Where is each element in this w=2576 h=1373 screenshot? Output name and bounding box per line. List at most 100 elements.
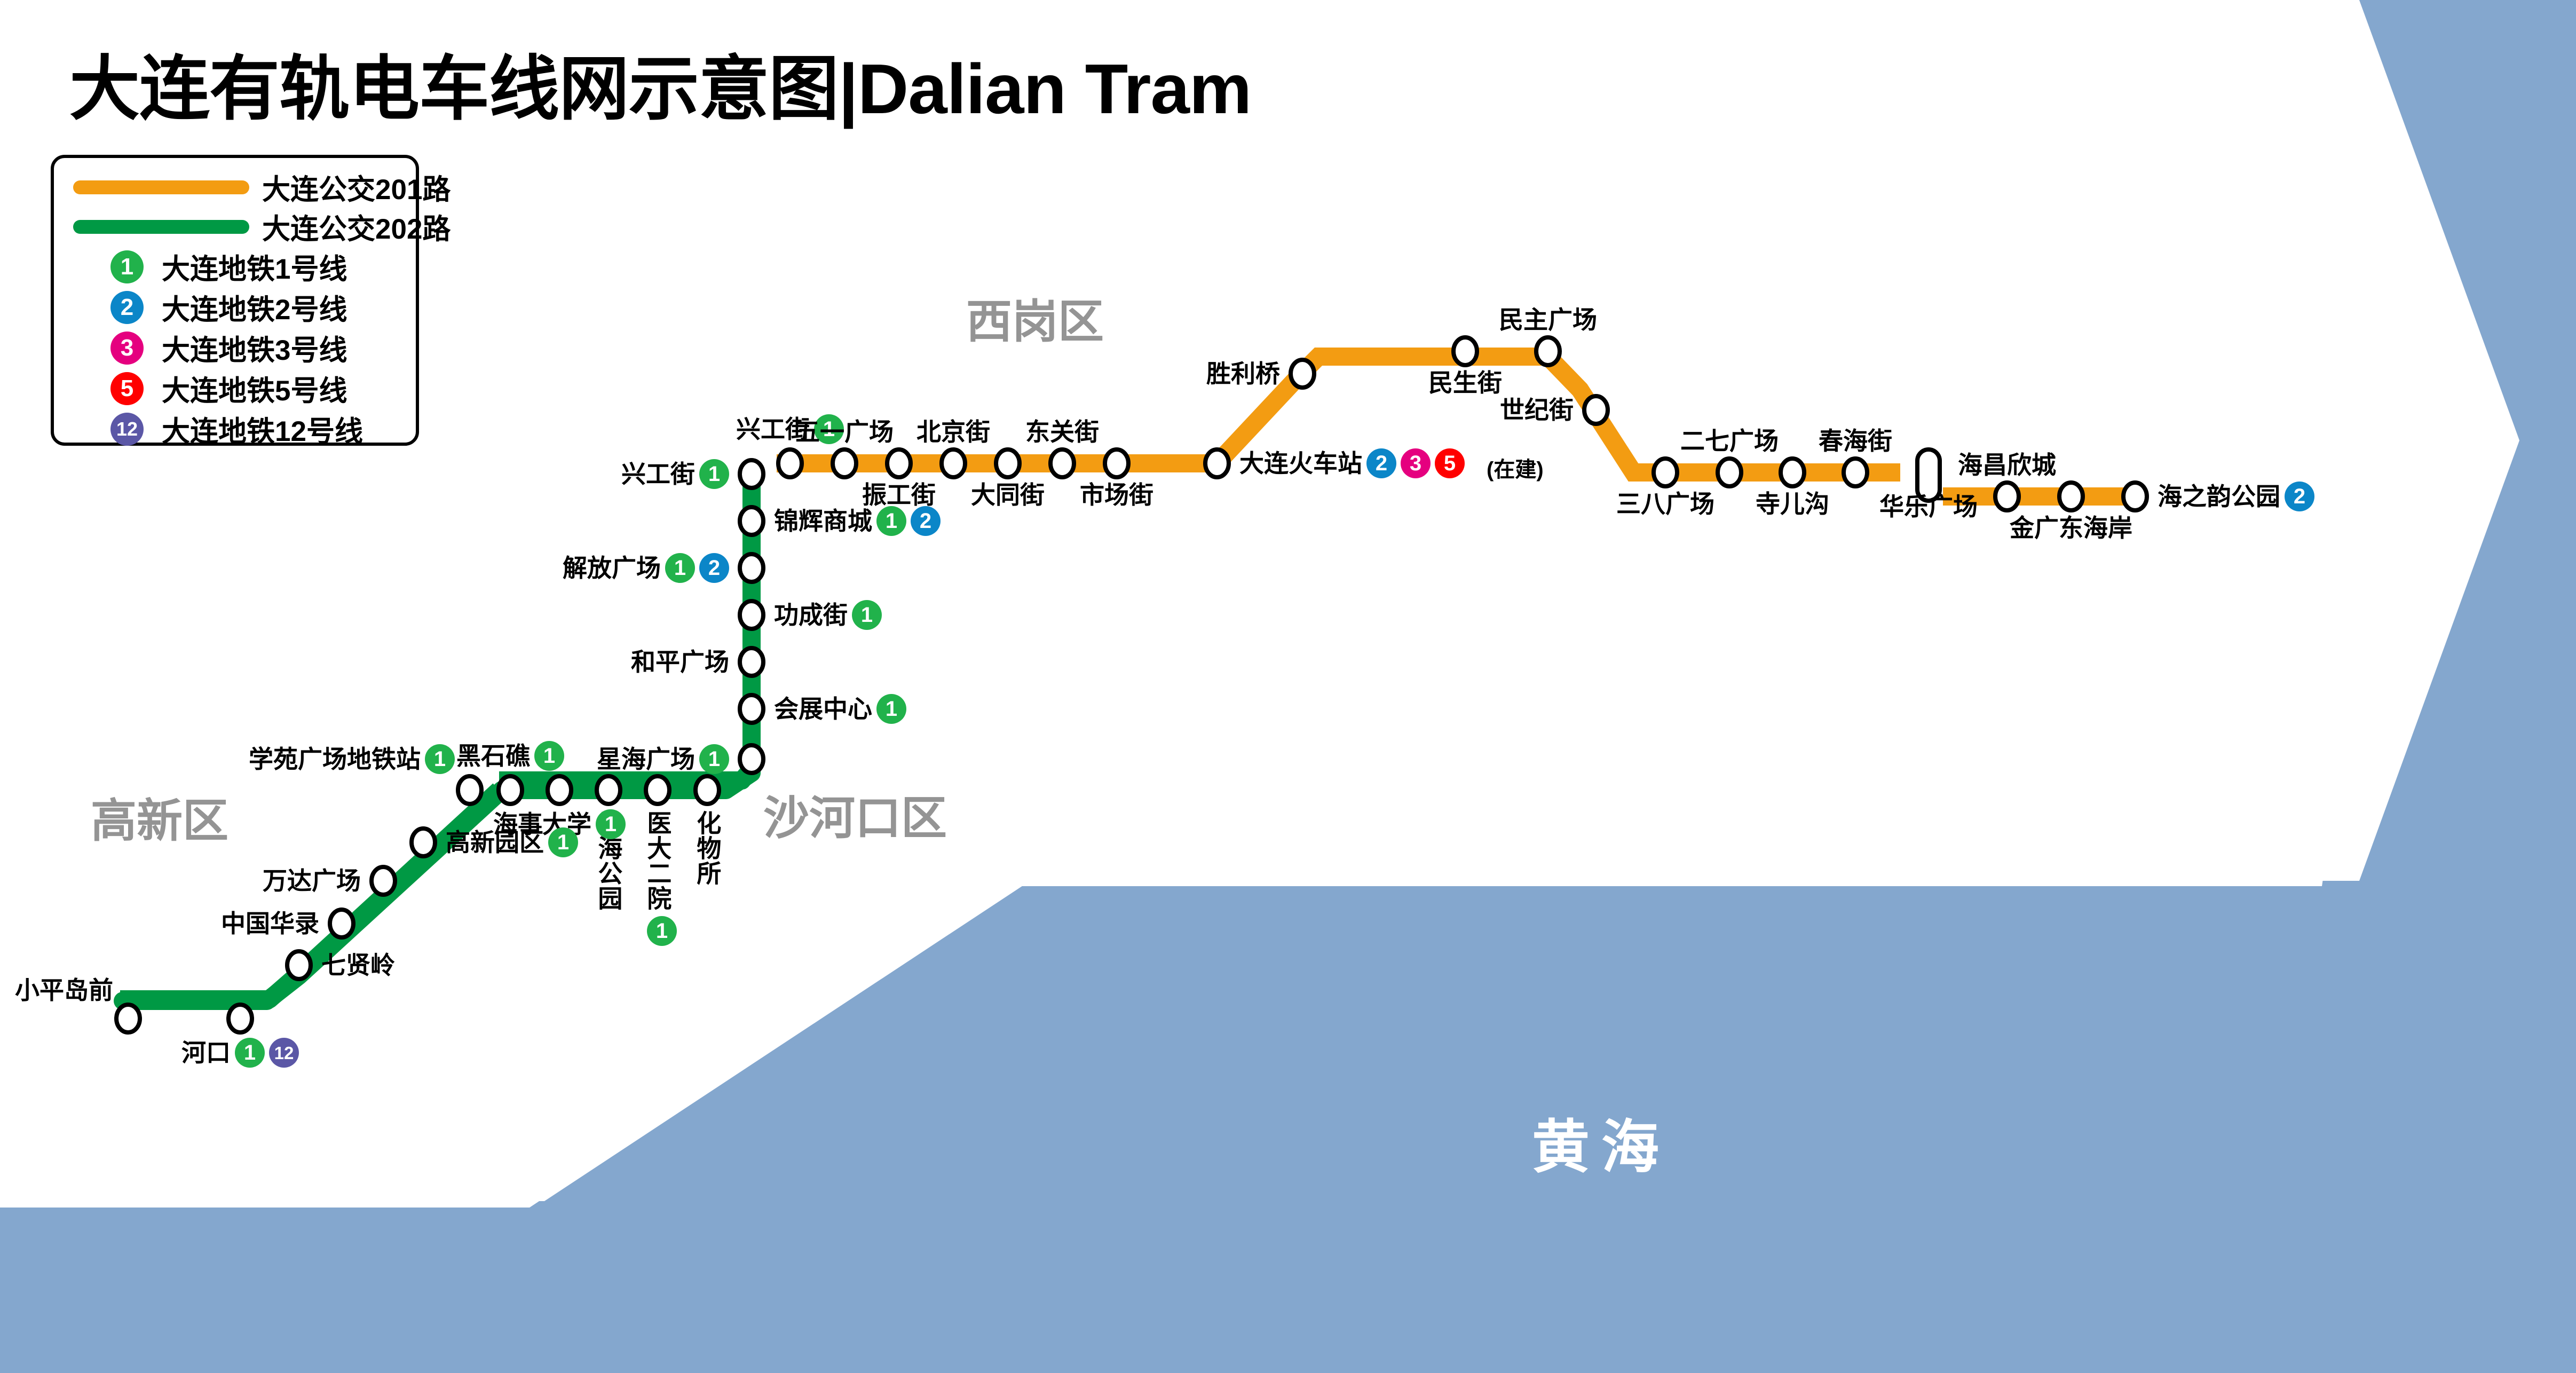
station-marker[interactable] xyxy=(693,774,721,806)
metro-interchange-badge-2[interactable]: 2 xyxy=(1366,448,1396,478)
station-marker[interactable] xyxy=(1842,456,1869,488)
station-marker[interactable] xyxy=(595,774,622,806)
station-marker[interactable] xyxy=(1048,447,1076,479)
station-marker[interactable] xyxy=(738,743,765,775)
station-label[interactable]: 胜利桥 xyxy=(1206,361,1280,386)
station-label[interactable]: 三八广场 xyxy=(1616,492,1714,516)
station-marker[interactable] xyxy=(1534,335,1562,367)
station-marker[interactable] xyxy=(738,693,765,725)
station-marker[interactable] xyxy=(1582,394,1610,426)
station-marker[interactable] xyxy=(738,552,765,584)
station-marker[interactable] xyxy=(546,774,573,806)
station-label[interactable]: 二七广场 xyxy=(1680,429,1779,453)
station-marker[interactable] xyxy=(738,646,765,678)
metro-interchange-badge-1[interactable]: 1 xyxy=(534,741,564,771)
station-label[interactable]: 东关街 xyxy=(1025,420,1099,444)
metro-interchange-badge-1[interactable]: 1 xyxy=(647,916,677,946)
station-marker[interactable] xyxy=(1716,456,1743,488)
metro-interchange-badge-2[interactable]: 2 xyxy=(2285,482,2314,511)
station-label[interactable]: 金广东海岸 xyxy=(2010,516,2132,540)
station-marker[interactable] xyxy=(114,1003,142,1035)
metro-interchange-badge-1[interactable]: 1 xyxy=(876,694,906,724)
station-label[interactable]: 春海街 xyxy=(1819,429,1892,453)
metro-interchange-badge-1[interactable]: 1 xyxy=(235,1038,265,1068)
station-marker[interactable] xyxy=(226,1003,254,1035)
station-label[interactable]: 小平岛前 xyxy=(15,978,113,1003)
station-label[interactable]: 振工街 xyxy=(862,483,936,507)
station-label[interactable]: 寺儿沟 xyxy=(1756,492,1829,516)
station-marker[interactable] xyxy=(1993,480,2021,512)
station-marker[interactable] xyxy=(738,458,765,490)
station-label[interactable]: 民生街 xyxy=(1428,370,1502,395)
station-marker[interactable] xyxy=(776,447,804,479)
station-marker[interactable] xyxy=(738,599,765,631)
station-label[interactable]: 华乐广场 xyxy=(1879,494,1978,519)
station-label[interactable]: 市场街 xyxy=(1080,483,1153,507)
station-marker[interactable] xyxy=(409,826,437,858)
station-label[interactable]: 和平广场 xyxy=(631,650,729,674)
station-marker[interactable] xyxy=(831,447,858,479)
station-marker[interactable] xyxy=(1103,447,1131,479)
station-label[interactable]: 北京街 xyxy=(916,420,990,444)
metro-interchange-badge-12[interactable]: 12 xyxy=(269,1038,299,1068)
station-marker[interactable] xyxy=(369,865,397,897)
legend-label-line-202: 大连公交202路 xyxy=(262,214,451,245)
metro-interchange-badge-1[interactable]: 1 xyxy=(876,506,906,536)
station-marker[interactable] xyxy=(885,447,913,479)
metro-interchange-badge-2[interactable]: 2 xyxy=(699,553,729,583)
station-label[interactable]: 七贤岭 xyxy=(321,953,395,977)
station-marker[interactable] xyxy=(496,774,524,806)
station-label[interactable]: 民主广场 xyxy=(1499,307,1597,332)
metro-interchange-badge-1[interactable]: 1 xyxy=(814,414,844,444)
station-marker[interactable] xyxy=(456,774,484,806)
station-label[interactable]: 大同街 xyxy=(971,483,1045,507)
metro-interchange-badge-5[interactable]: 5 xyxy=(1435,448,1465,478)
station-marker[interactable] xyxy=(994,447,1022,479)
metro-interchange-badge-1[interactable]: 1 xyxy=(548,827,578,857)
metro-interchange-badge-1[interactable]: 1 xyxy=(425,744,455,774)
metro-interchange-badge-1[interactable]: 1 xyxy=(852,600,882,630)
station-label[interactable]: 医大二院 xyxy=(644,810,671,911)
station-marker[interactable] xyxy=(939,447,967,479)
legend-label-metro-1: 大连地铁1号线 xyxy=(162,254,347,285)
station-label[interactable]: 中国华录 xyxy=(221,911,319,936)
metro-interchange-badge-1[interactable]: 1 xyxy=(699,459,729,489)
metro-interchange-badge-3[interactable]: 3 xyxy=(1401,448,1431,478)
station-marker[interactable] xyxy=(1289,358,1316,390)
station-label[interactable]: 化物所 xyxy=(693,810,721,886)
station-marker[interactable] xyxy=(1451,335,1479,367)
interchange-station-marker[interactable] xyxy=(1915,447,1942,503)
station-marker[interactable] xyxy=(644,774,671,806)
station-marker[interactable] xyxy=(738,505,765,537)
station-marker[interactable] xyxy=(1779,456,1806,488)
station-marker[interactable] xyxy=(328,908,355,940)
station-marker[interactable] xyxy=(1652,456,1679,488)
station-label[interactable]: 五一广场 xyxy=(795,420,894,444)
station-label[interactable]: 万达广场 xyxy=(263,869,361,893)
station-marker[interactable] xyxy=(2057,480,2085,512)
metro-interchange-badge-1[interactable]: 1 xyxy=(596,809,626,839)
station-name-text: 振工街 xyxy=(862,481,936,509)
metro-interchange-badge-1[interactable]: 1 xyxy=(699,744,729,774)
metro-interchange-badge-2[interactable]: 2 xyxy=(911,506,941,536)
station-label[interactable]: 世纪街 xyxy=(1500,398,1574,422)
station-marker[interactable] xyxy=(1203,447,1231,479)
station-marker[interactable] xyxy=(2121,480,2149,512)
station-marker[interactable] xyxy=(285,949,313,981)
metro-interchange-badge-1[interactable]: 1 xyxy=(665,553,695,583)
station-label[interactable]: 海昌欣城 xyxy=(1958,453,2056,477)
